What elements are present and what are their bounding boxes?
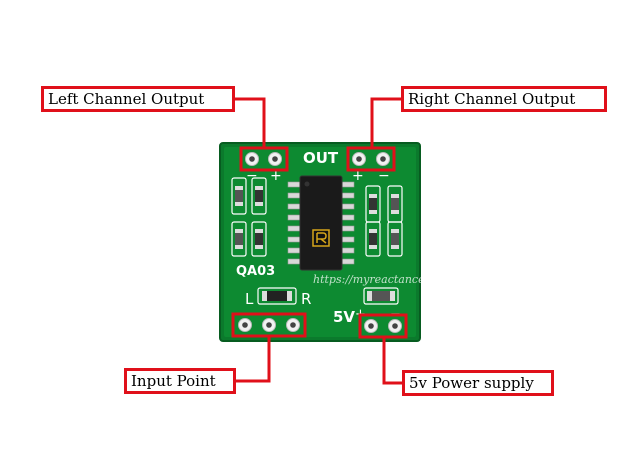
right-output-pads [352, 152, 390, 166]
power-pads [364, 319, 402, 333]
right-channel-output-label: Right Channel Output [401, 86, 607, 112]
input-point-label: Input Point [124, 368, 236, 394]
callout-lines [235, 97, 402, 385]
chip-logo [312, 229, 330, 247]
ic-chip [287, 175, 355, 271]
right-minus-sign: − [378, 168, 390, 184]
smd-parts [235, 186, 399, 301]
smd-components [231, 177, 403, 305]
right-output-line [370, 97, 401, 148]
input-pads [238, 318, 300, 332]
model-label: QA03 [236, 264, 275, 279]
out-label: OUT [303, 149, 339, 167]
left-minus-sign: − [246, 168, 258, 184]
power-line [382, 337, 402, 385]
right-input-label: R [301, 290, 311, 308]
right-plus-sign: + [352, 168, 364, 184]
voltage-label: 5V [333, 308, 355, 326]
left-channel-output-label: Left Channel Output [41, 86, 235, 112]
watermark: https://myreactance.blogspot.com/ [313, 273, 508, 286]
power-supply-label: 5v Power supply [402, 370, 554, 396]
left-output-line [235, 97, 266, 148]
left-input-label: L [245, 290, 254, 308]
input-line [236, 336, 271, 383]
solder-pads [238, 152, 402, 333]
left-output-pads [245, 152, 282, 166]
left-plus-sign: + [270, 168, 282, 184]
